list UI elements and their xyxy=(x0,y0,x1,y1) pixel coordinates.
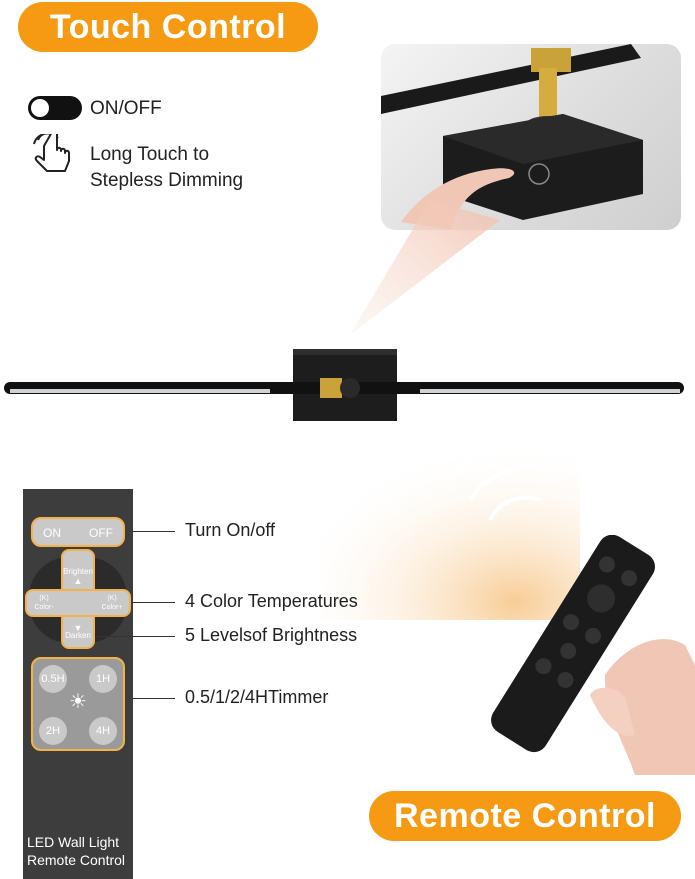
dimming-line-1: Long Touch to xyxy=(90,144,210,165)
callout-line-timer xyxy=(133,698,175,699)
down-arrow-icon: ▼ xyxy=(73,623,83,633)
remote-panel: ON OFF Brighten ▲ ▼ Darken (K) Color- (K… xyxy=(23,489,133,879)
timer-4h-button[interactable]: 4H xyxy=(89,717,117,745)
timer-pad: 0.5H 1H ☀ 2H 4H xyxy=(31,657,125,751)
timer-05h-button[interactable]: 0.5H xyxy=(39,665,67,693)
touch-photo-inset xyxy=(381,44,681,230)
sun-icon: ☀ xyxy=(69,691,87,713)
timer-1h-button[interactable]: 1H xyxy=(89,665,117,693)
remote-in-hand xyxy=(491,535,695,775)
toggle-icon xyxy=(28,96,82,120)
touch-beam xyxy=(350,200,500,335)
callout-line-onoff xyxy=(133,531,175,532)
callout-brightness: 5 Levelsof Brightness xyxy=(185,625,358,645)
timer-2h-button[interactable]: 2H xyxy=(39,717,67,745)
caption-line-2: Remote Control xyxy=(27,852,126,868)
up-arrow-icon: ▲ xyxy=(73,576,83,586)
color-icon: (K) xyxy=(39,595,49,602)
off-button[interactable]: OFF xyxy=(89,526,113,540)
wall-lamp xyxy=(4,349,684,421)
color-icon: (K) xyxy=(107,595,117,602)
onoff-buttons: ON OFF xyxy=(31,517,125,547)
onoff-label: ON/OFF xyxy=(90,98,162,119)
callout-onoff: Turn On/off xyxy=(185,520,276,540)
callout-timer: 0.5/1/2/4HTimmer xyxy=(185,687,329,707)
color-plus-label[interactable]: Color+ xyxy=(101,604,123,611)
touch-control-banner: Touch Control xyxy=(18,2,318,52)
brighten-label[interactable]: Brighten xyxy=(63,567,93,576)
darken-label[interactable]: Darken xyxy=(65,631,91,640)
signal-glow xyxy=(320,440,580,620)
color-minus-label[interactable]: Color- xyxy=(34,604,54,611)
callout-line-color xyxy=(131,602,175,603)
dimming-line-2: Stepless Dimming xyxy=(90,170,244,191)
callout-color: 4 Color Temperatures xyxy=(185,591,358,611)
panel-caption: LED Wall Light Remote Control xyxy=(27,833,131,869)
remote-control-banner: Remote Control xyxy=(369,791,681,841)
on-button[interactable]: ON xyxy=(43,526,61,540)
dpad-center xyxy=(63,591,93,615)
caption-line-1: LED Wall Light xyxy=(27,834,120,850)
touch-hand-icon xyxy=(33,134,70,172)
callout-line-brightness xyxy=(96,636,175,637)
